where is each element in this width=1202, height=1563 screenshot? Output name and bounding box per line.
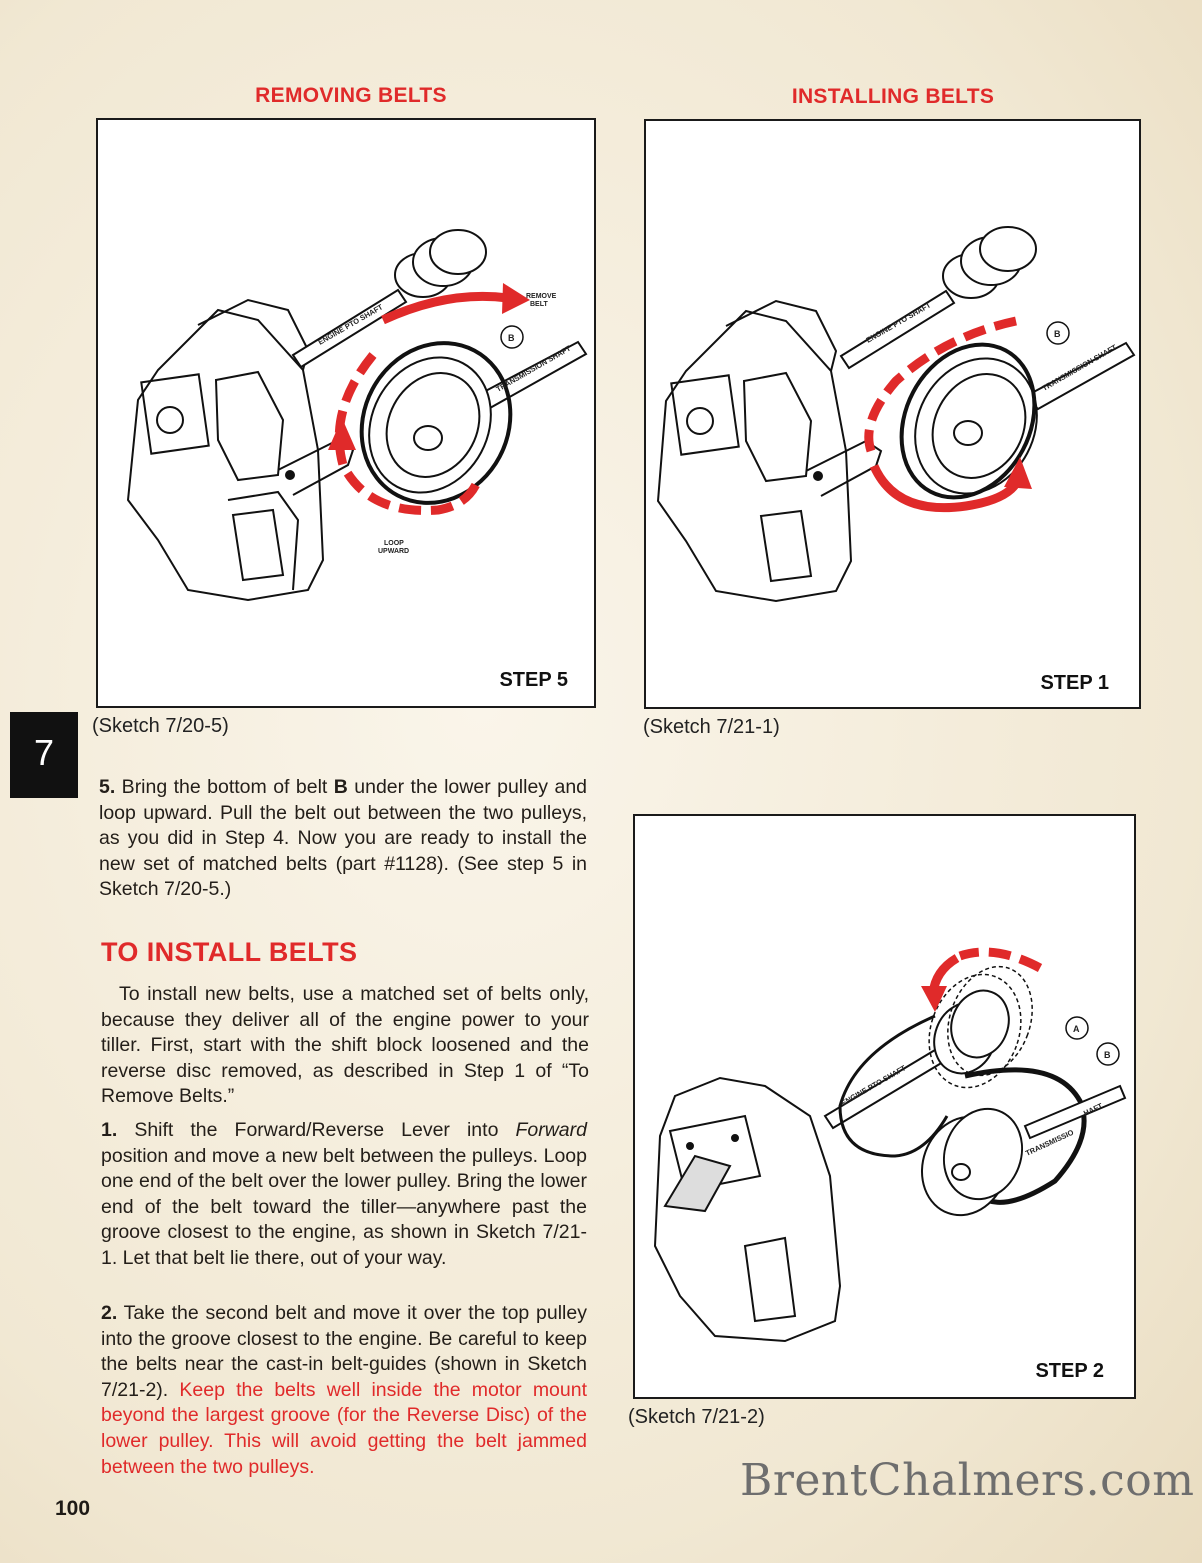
step5-text-a: Bring the bottom of belt [115,776,334,798]
red-arrows [334,291,509,515]
callout-b-label: B [1104,1050,1111,1060]
figure-step1: ENGINE PTO SHAFT TRANSMISSION SHAFT B ST… [644,119,1141,709]
tiller-housing-drawing [656,299,883,603]
watermark: BrentChalmers.com [740,1455,1195,1506]
section-title-install-belts: TO INSTALL BELTS [101,937,358,967]
label-loop: LOOP [384,540,404,547]
callout-b [1046,321,1070,345]
label-belt: BELT [530,301,548,308]
page-number: 100 [55,1497,91,1520]
figure-step2: ENGINE PTO SHAFT TRANSMISSIO HAFT A B ST… [633,814,1136,1399]
caption-sketch-7-21-1: (Sketch 7/21-1) [643,716,780,738]
belt-drawings [838,965,1087,1205]
arrow-head-loop [328,418,356,450]
step1-label: STEP 1 [1040,672,1109,694]
transmission-pulley-drawing [920,1084,1127,1217]
tiller-housing-drawing [653,1076,842,1343]
arrow-head-remove [502,283,530,314]
intro-paragraph: To install new belts, use a matched set … [101,982,589,1110]
install-step2-number: 2. [101,1302,118,1324]
arrow-head-over [921,986,947,1012]
engine-pto-shaft-drawing [823,989,1010,1130]
figure-step5: ENGINE PTO SHAFT TRANSMISSION SHAFT B RE… [96,118,596,708]
label-engine-pto-shaft: ENGINE PTO SHAFT [317,302,385,347]
step5-illustration: ENGINE PTO SHAFT TRANSMISSION SHAFT B RE… [126,229,588,602]
install-step1-text-a: Shift the Forward/Reverse Lever into [117,1119,516,1141]
engine-pto-shaft-drawing [291,229,487,369]
label-upward: UPWARD [378,548,409,555]
install-step2-paragraph: 2. Take the second belt and move it over… [101,1301,587,1480]
engine-pto-shaft-drawing [839,226,1037,370]
heading-installing-belts: INSTALLING BELTS [791,85,995,108]
install-step1-forward: Forward [515,1119,587,1141]
caption-sketch-7-20-5: (Sketch 7/20-5) [92,715,229,737]
intro-text: To install new belts, use a matched set … [101,983,589,1108]
callout-a [1065,1016,1089,1040]
install-step2-text-a: Take the second belt and move it over th… [101,1302,587,1401]
label-remove: REMOVE [526,293,557,300]
caption-sketch-7-21-2: (Sketch 7/21-2) [628,1406,765,1428]
install-step2-warning: Keep the belts well inside the motor mou… [101,1378,588,1478]
tiller-housing-drawing [126,298,355,602]
step5-belt-b: B [333,776,348,798]
step5-paragraph: 5. Bring the bottom of belt B under the … [99,775,587,903]
arrow-head-install [1004,457,1032,489]
heading-removing-belts: REMOVING BELTS [255,84,447,107]
step5-text-b: under the lower pulley and loop upward. … [99,776,588,901]
red-arrows [928,947,1043,995]
callout-b [500,325,524,349]
step5-number: 5. [99,776,116,798]
red-arrows [864,316,1023,513]
callout-a-label: A [1073,1024,1080,1034]
install-step1-number: 1. [101,1119,118,1141]
callout-b-label: B [1054,329,1061,339]
transmission-pulley-drawing [359,340,588,505]
transmission-pulley-drawing [899,341,1136,500]
callout-b-label: B [508,333,515,343]
step1-illustration: ENGINE PTO SHAFT TRANSMISSION SHAFT B [656,226,1136,603]
callout-b [1096,1042,1120,1066]
chapter-tab: 7 [10,712,78,798]
step5-label: STEP 5 [499,669,568,691]
install-step1-text-b: position and move a new belt between the… [101,1144,587,1269]
step2-illustration: ENGINE PTO SHAFT TRANSMISSIO HAFT A B [653,947,1127,1343]
step2-label: STEP 2 [1035,1360,1104,1382]
install-step1-paragraph: 1. Shift the Forward/Reverse Lever into … [101,1118,587,1272]
